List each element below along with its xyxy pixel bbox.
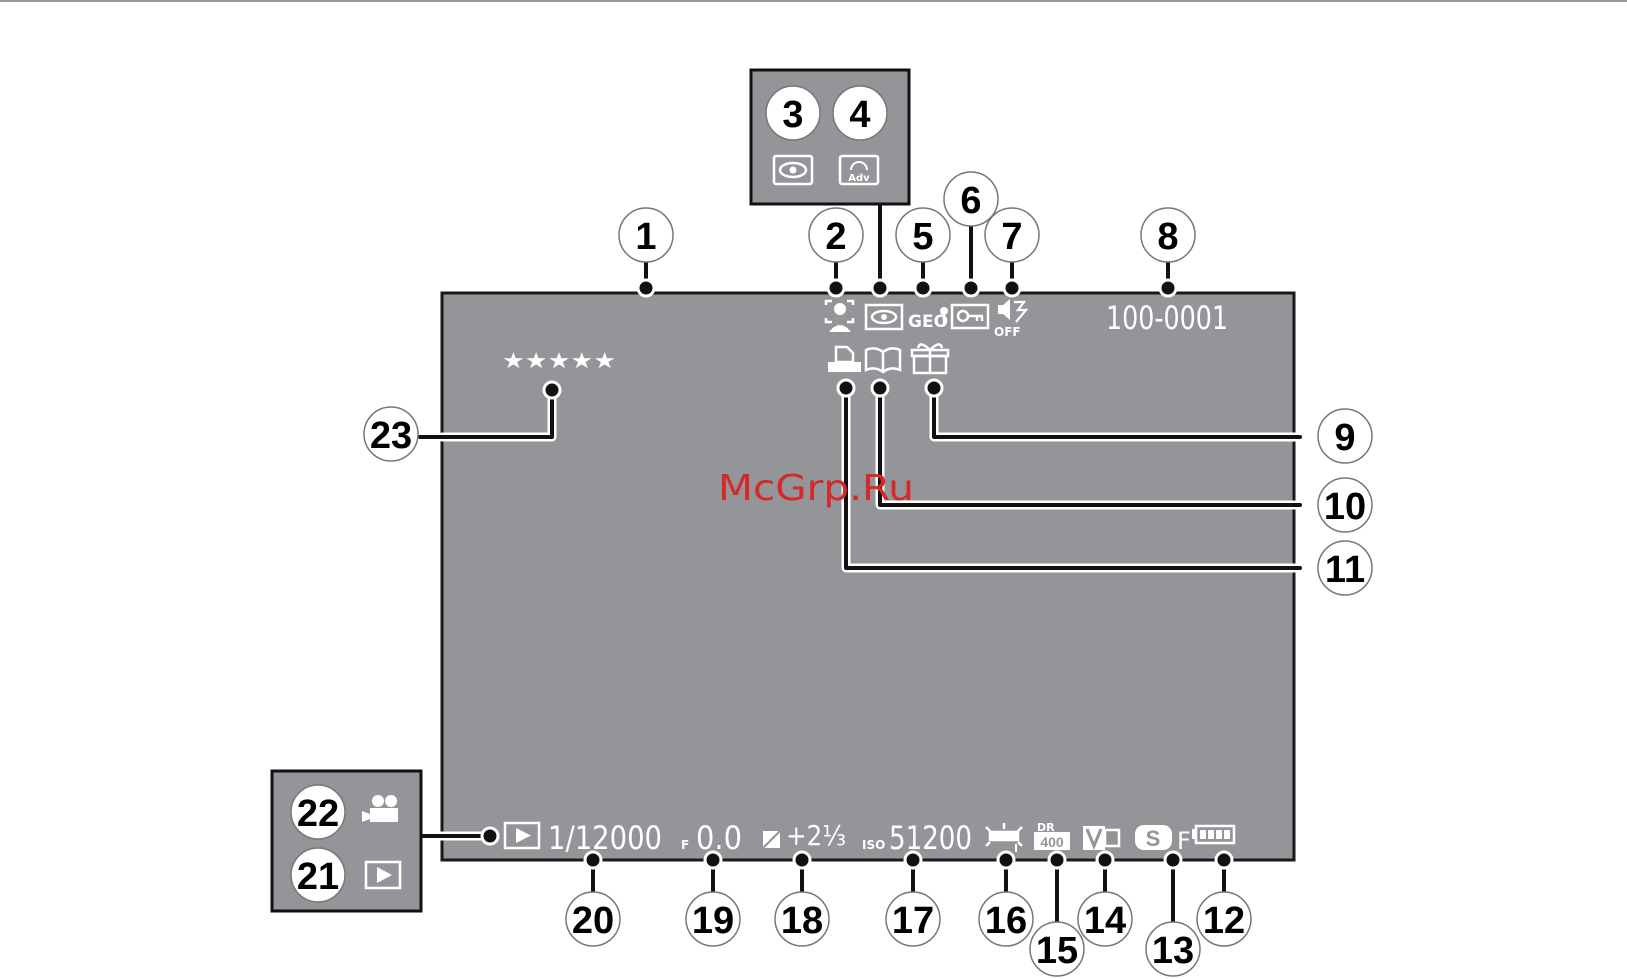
callout-15-group: 15 [1030, 922, 1084, 976]
callout-3: 3 [782, 94, 803, 136]
advanced-filter-icon: Adv [840, 156, 878, 184]
callout-6-group: 6 [944, 172, 998, 226]
svg-text:S: S [1146, 826, 1161, 851]
sound-flash-off-label: OFF [994, 325, 1021, 339]
dot-9 [926, 380, 942, 396]
callout-12: 12 [1203, 900, 1245, 942]
callout-15: 15 [1036, 930, 1078, 972]
callout-20-group: 20 [566, 892, 620, 946]
iso-value: 51200 [889, 819, 972, 857]
rating-stars: ★★★★★ [502, 349, 616, 374]
callout-8-group: 8 [1141, 208, 1195, 262]
callout-17-group: 17 [886, 892, 940, 946]
aperture-prefix: F [681, 838, 689, 852]
callout-5-group: 5 [896, 208, 950, 262]
watermark: McGrp.Ru [718, 468, 914, 509]
red-eye-icon [774, 156, 812, 184]
callout-2: 2 [825, 216, 846, 258]
dot-10 [872, 380, 888, 396]
callout-22: 22 [297, 793, 339, 835]
callout-10-group: 10 [1318, 478, 1372, 532]
dot-1 [638, 280, 654, 296]
callout-8: 8 [1157, 216, 1178, 258]
callout-14: 14 [1084, 900, 1126, 942]
inset-top: 3 4 Adv [751, 70, 909, 204]
dot-23 [544, 382, 560, 398]
dot-16 [998, 852, 1014, 868]
callout-9: 9 [1334, 417, 1355, 459]
callout-1-group: 1 [619, 208, 673, 262]
sensitivity-s-icon: S [1135, 825, 1172, 851]
camera-screen [442, 293, 1294, 860]
image-quality: F [1177, 827, 1191, 855]
callout-12-group: 12 [1197, 892, 1251, 946]
dot-8 [1160, 280, 1176, 296]
dr-label-bottom: 400 [1040, 834, 1064, 850]
exposure-comp-value: +2⅓ [786, 819, 846, 852]
callout-2-group: 2 [809, 208, 863, 262]
callout-23-group: 23 [364, 407, 418, 461]
callout-23: 23 [370, 415, 412, 457]
callout-21: 21 [297, 856, 339, 898]
callout-7: 7 [1001, 216, 1022, 258]
callout-9-group: 9 [1318, 409, 1372, 463]
callout-4: 4 [849, 94, 870, 136]
callout-19: 19 [692, 900, 734, 942]
dot-7 [1004, 280, 1020, 296]
callout-19-group: 19 [686, 892, 740, 946]
aperture-value: 0.0 [696, 819, 742, 857]
callout-20: 20 [572, 900, 614, 942]
callout-11: 11 [1325, 549, 1365, 591]
callout-6: 6 [960, 180, 981, 222]
frame-number: 100-0001 [1106, 299, 1228, 337]
callout-16-group: 16 [979, 892, 1033, 946]
callout-13-group: 13 [1146, 922, 1200, 976]
dot-6 [963, 280, 979, 296]
callout-18-group: 18 [775, 892, 829, 946]
dot-18 [794, 852, 810, 868]
callout-16: 16 [985, 900, 1027, 942]
dot-21-22 [482, 828, 498, 844]
inset-bottom-left: 22 21 [272, 771, 421, 911]
callout-18: 18 [781, 900, 823, 942]
shutter-speed: 1/12000 [548, 819, 662, 857]
exposure-compensation-icon [763, 831, 780, 848]
dot-2 [828, 280, 844, 296]
callout-10: 10 [1324, 486, 1366, 528]
dot-3-4 [872, 280, 888, 296]
callout-13: 13 [1152, 930, 1194, 972]
callout-17: 17 [892, 900, 934, 942]
dot-11 [838, 380, 854, 396]
dot-5 [915, 280, 931, 296]
iso-prefix: ISO [862, 838, 885, 852]
callout-1: 1 [635, 216, 656, 258]
geo-label: GEO [908, 312, 948, 332]
adv-label: Adv [848, 173, 870, 184]
callout-5: 5 [912, 216, 933, 258]
callout-7-group: 7 [985, 208, 1039, 262]
callout-11-group: 11 [1318, 541, 1372, 595]
dot-14 [1097, 852, 1113, 868]
callout-14-group: 14 [1078, 892, 1132, 946]
dot-12 [1216, 852, 1232, 868]
dot-15 [1049, 852, 1065, 868]
